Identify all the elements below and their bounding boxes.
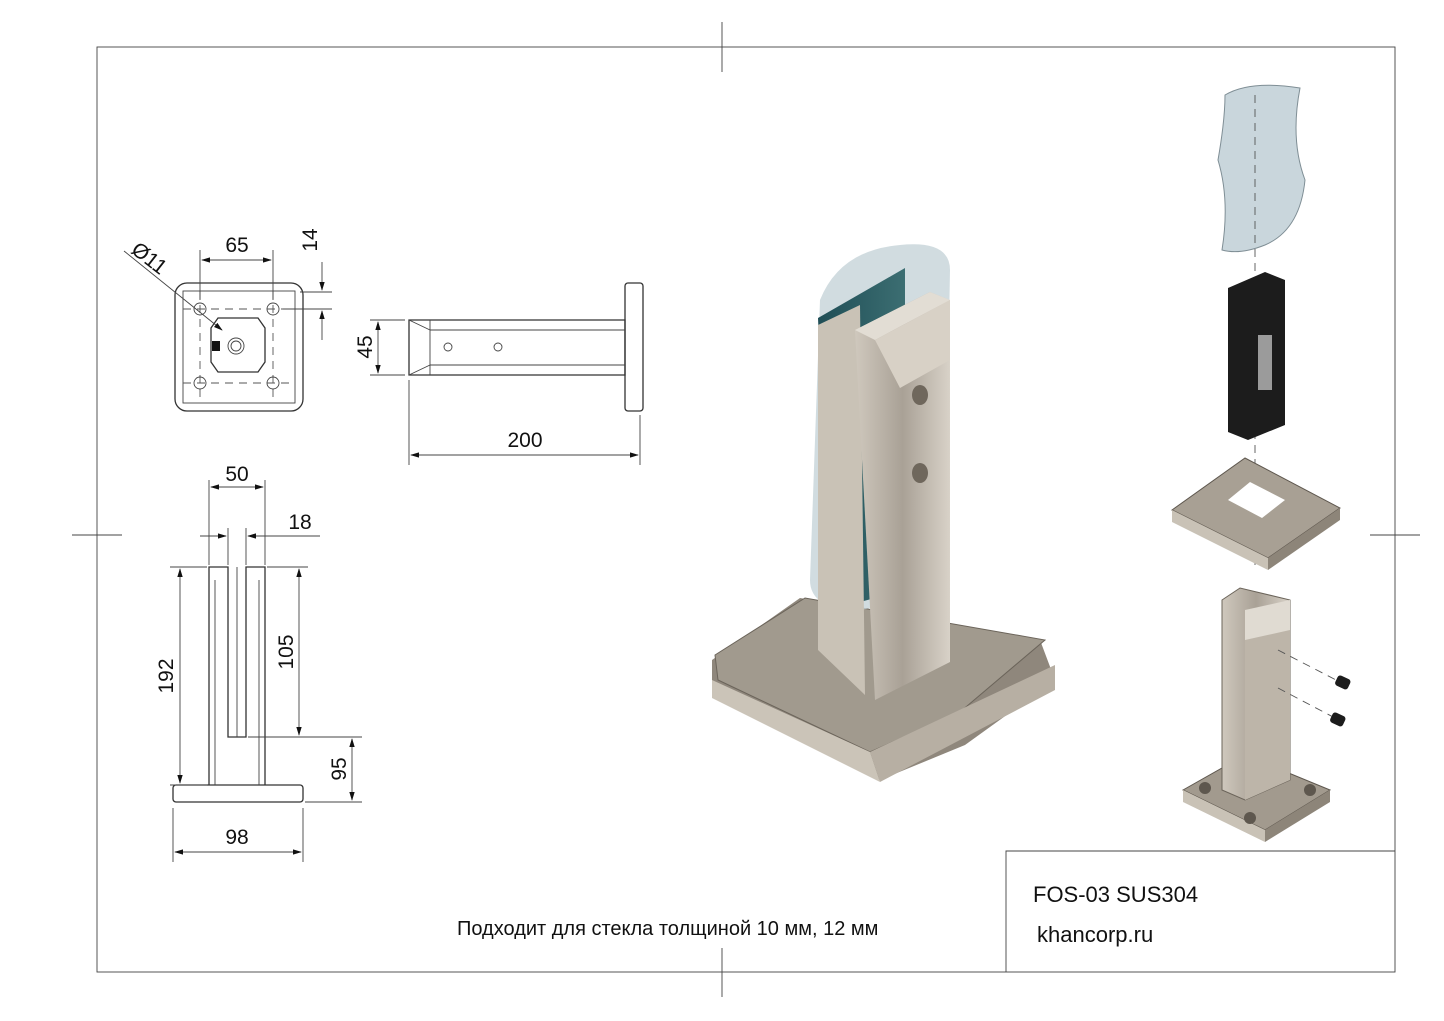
dim-hole-diameter: Ø11 — [127, 238, 171, 280]
dim-slot-bottom: 95 — [328, 757, 351, 780]
dim-base-width: 98 — [225, 826, 248, 849]
dim-length: 200 — [507, 429, 542, 452]
front-view: 50 18 192 105 95 98 — [155, 463, 362, 862]
isometric-render — [712, 244, 1055, 782]
drawing-frame — [72, 22, 1420, 997]
dim-hole-spacing: 65 — [225, 234, 248, 257]
website: khancorp.ru — [1037, 922, 1153, 947]
top-view: Ø11 65 14 — [123, 228, 332, 412]
model-title: FOS-03 SUS304 — [1033, 882, 1198, 907]
side-view: 45 200 — [354, 282, 644, 465]
glass-thickness-note: Подходит для стекла толщиной 10 мм, 12 м… — [457, 918, 878, 940]
dim-hole-offset: 14 — [299, 228, 322, 252]
dim-slot-width: 18 — [288, 511, 311, 534]
exploded-view — [1171, 84, 1351, 842]
title-block: FOS-03 SUS304 khancorp.ru — [1005, 850, 1395, 972]
mounting-holes — [193, 302, 280, 390]
dim-post-width: 50 — [225, 463, 248, 486]
dim-slot-depth: 105 — [275, 634, 298, 669]
dim-post-depth: 45 — [354, 335, 377, 358]
dim-total-height: 192 — [155, 658, 178, 693]
